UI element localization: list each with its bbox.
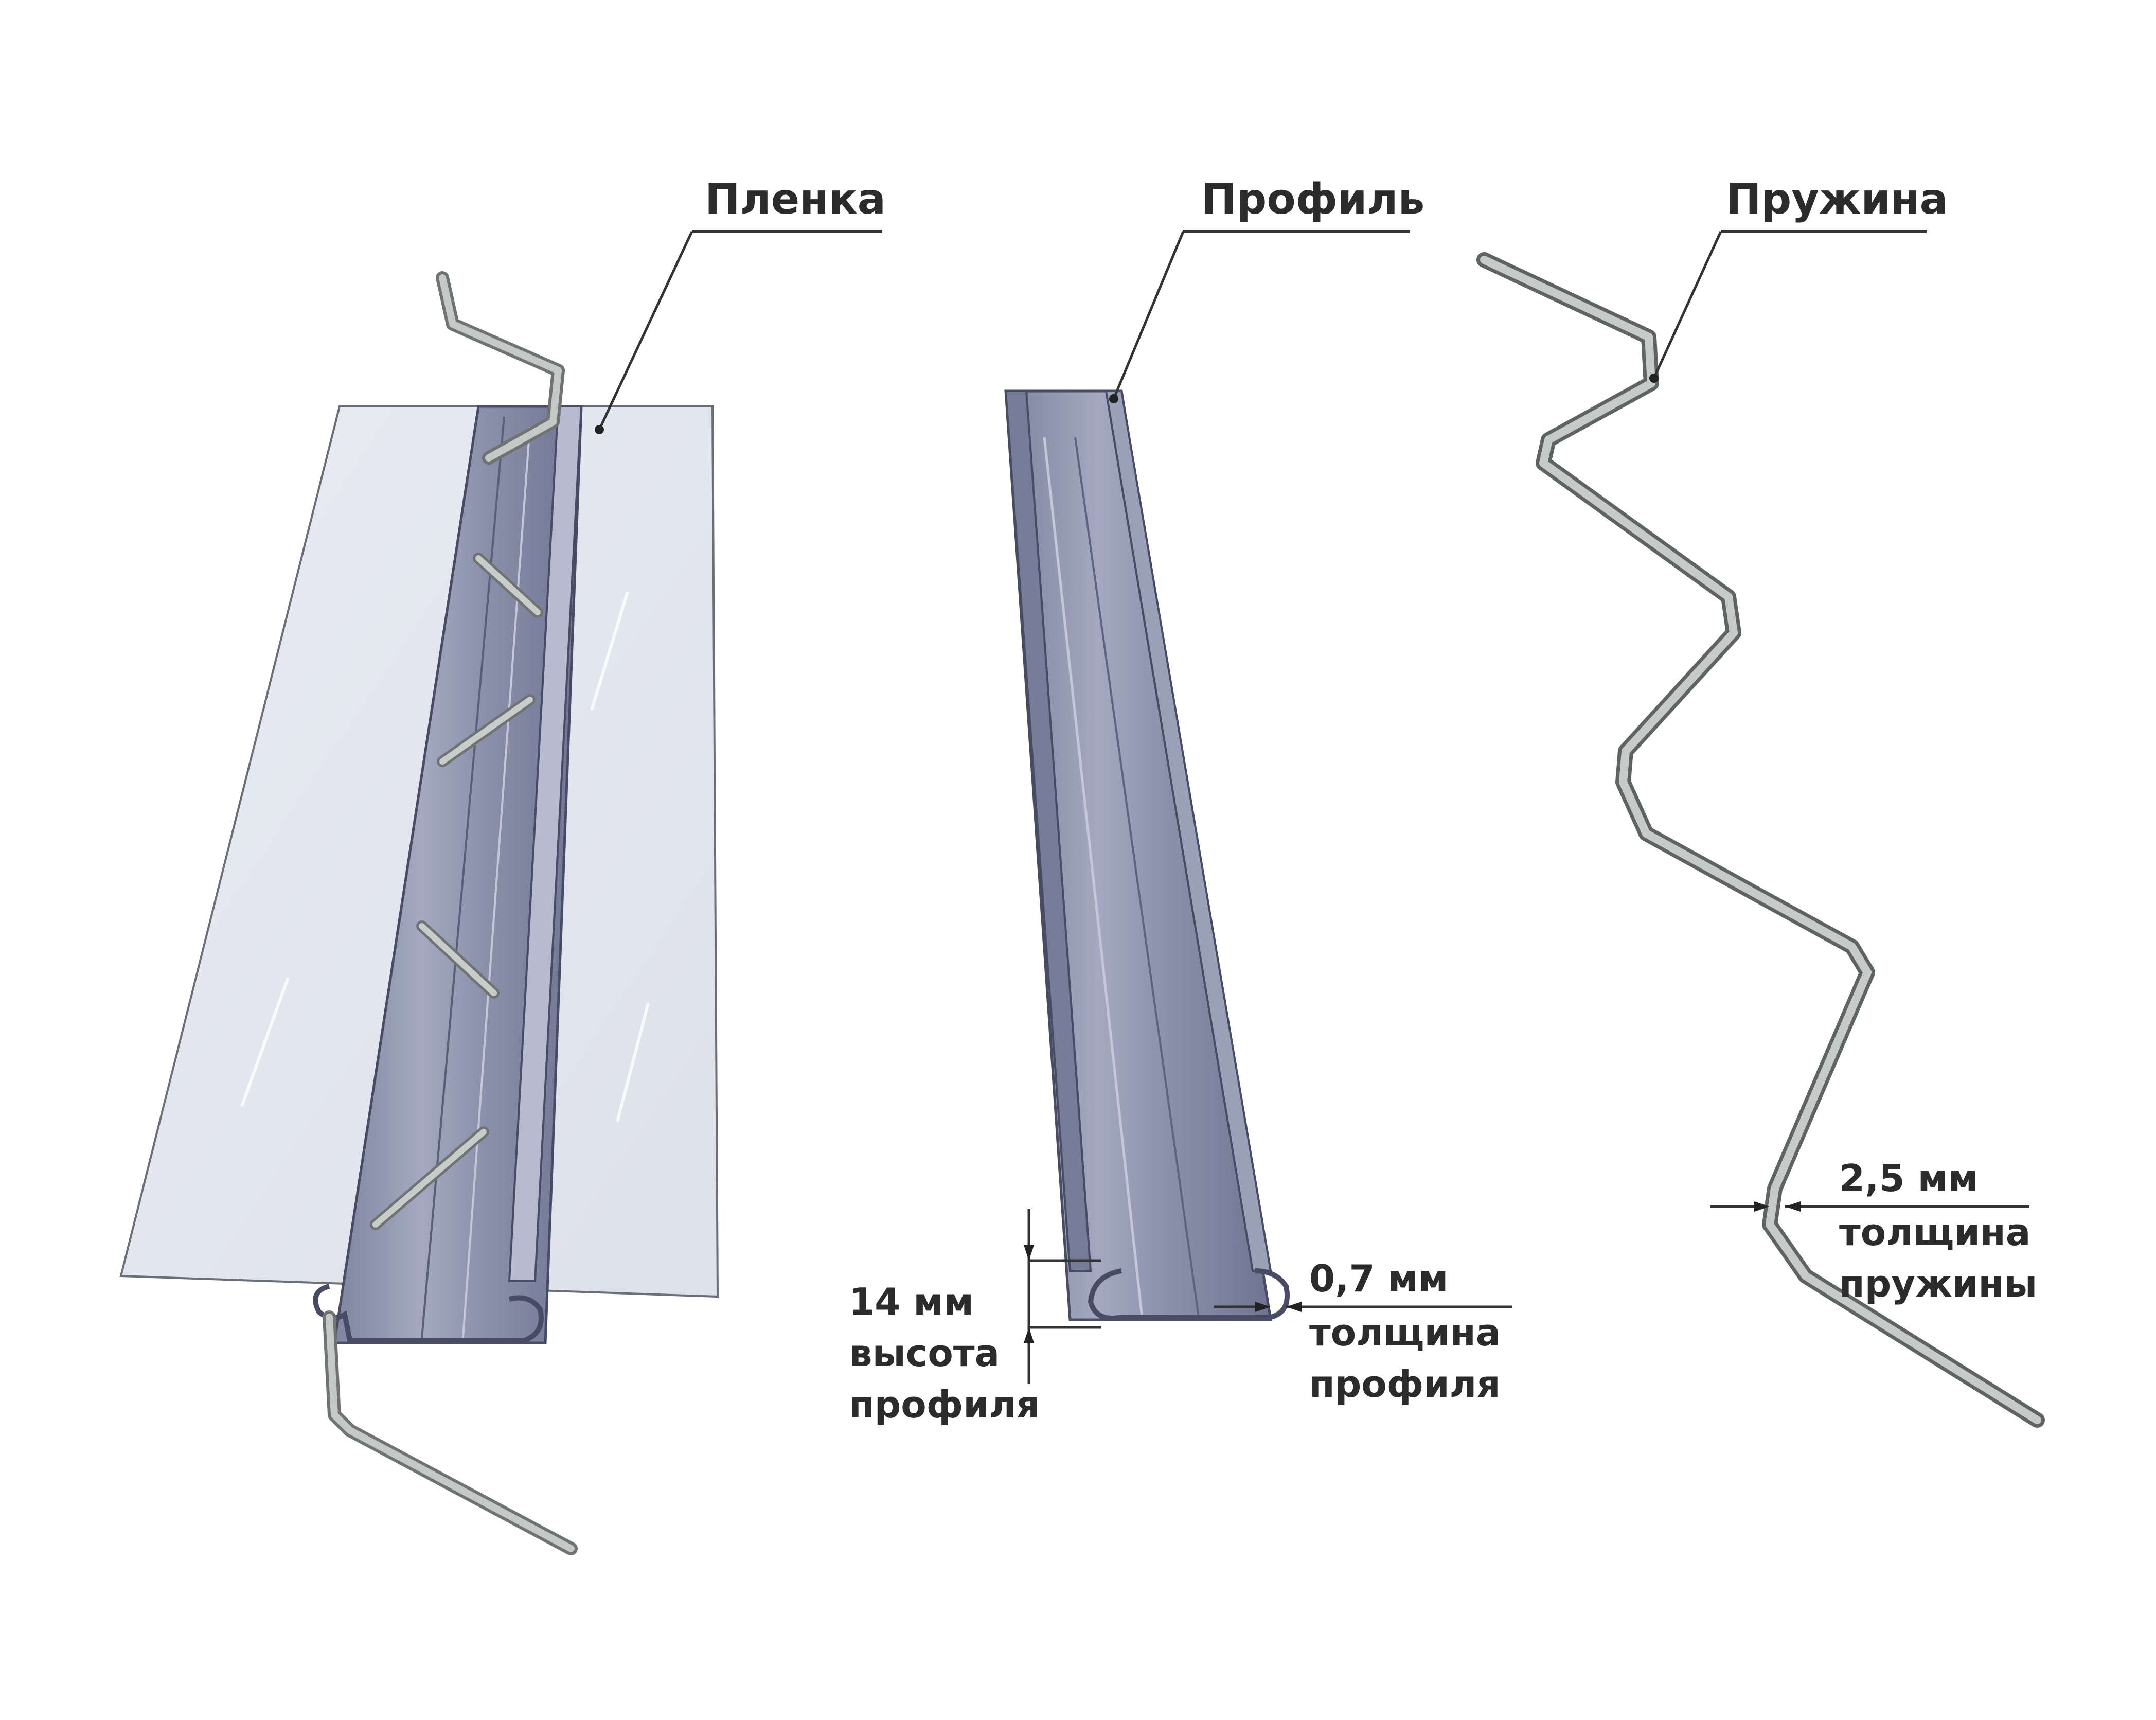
assembled-profile-end xyxy=(313,1284,544,1343)
assembly-illustration xyxy=(119,271,719,1555)
film-glare xyxy=(215,565,650,1122)
profile-height-caption-2: профиля xyxy=(849,1383,1040,1426)
film-leader-line xyxy=(598,230,693,431)
profile-leader-dot xyxy=(1109,394,1118,403)
profile-label: Профиль xyxy=(1201,175,1424,224)
spring-thickness-value: 2,5 мм xyxy=(1839,1157,1978,1200)
profile-height-value: 14 мм xyxy=(849,1280,974,1323)
film-label: Пленка xyxy=(705,175,886,224)
profile-end-section xyxy=(1088,1268,1290,1321)
spring-leader-line xyxy=(1652,230,1722,379)
spring-thickness-caption-2: пружины xyxy=(1839,1262,2037,1305)
profile-leader-line xyxy=(1112,231,1185,399)
profile-height-dimension xyxy=(1024,1209,1101,1384)
profile-thickness-caption-2: профиля xyxy=(1309,1362,1501,1406)
profile-thickness-dimension xyxy=(1214,1302,1512,1312)
profile-illustration xyxy=(1004,389,1290,1321)
spring-label: Пружина xyxy=(1726,175,1948,224)
spring-wire xyxy=(1480,256,2041,1424)
spring-thickness-caption-1: толщина xyxy=(1839,1211,2030,1254)
spring-illustration xyxy=(1476,252,2045,1428)
spring-thickness-dimension xyxy=(1710,1201,2029,1212)
profile-thickness-value: 0,7 мм xyxy=(1309,1257,1448,1300)
profile-height-caption-1: высота xyxy=(849,1332,1000,1375)
bottom-spring-wire xyxy=(323,1310,578,1555)
profile-thickness-caption-1: толщина xyxy=(1309,1311,1501,1354)
assembled-profile-rim xyxy=(508,405,583,1282)
film-leader-dot xyxy=(595,425,604,434)
spring-leader-dot xyxy=(1649,374,1659,383)
